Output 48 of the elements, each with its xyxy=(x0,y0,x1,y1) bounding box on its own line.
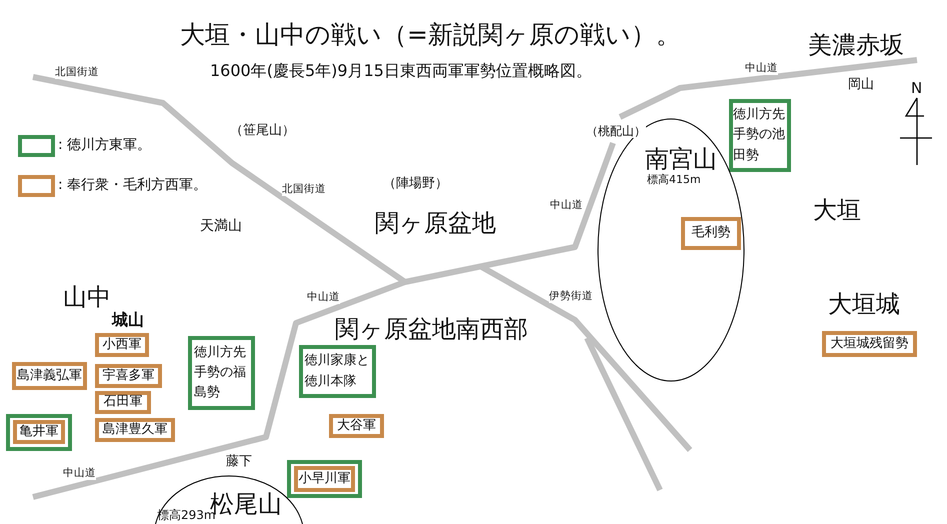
place-name: 関ヶ原盆地 xyxy=(375,210,496,236)
army-name: 島津義弘軍 xyxy=(17,366,82,385)
road-name: 中山道 xyxy=(63,468,96,480)
army-name: 徳川家康と徳川本隊 xyxy=(304,352,370,390)
place-name: 岡山 xyxy=(848,78,874,92)
place-name: 大垣城 xyxy=(828,291,900,318)
place-name: 大垣 xyxy=(813,197,861,224)
mountain-name: 南宮山 xyxy=(645,146,717,172)
army-box xyxy=(95,418,175,442)
road-name: 中山道 xyxy=(745,63,778,75)
army-name: 宇喜多軍 xyxy=(102,366,154,385)
army-name: 徳川方先手勢の池田勢 xyxy=(733,106,786,165)
army-box xyxy=(13,420,65,444)
army-name: 島津豊久軍 xyxy=(102,420,168,439)
army-box xyxy=(729,99,791,172)
road-name: 北国街道 xyxy=(55,67,99,79)
road-name: 中山道 xyxy=(307,292,340,304)
place-name: 天満山 xyxy=(200,219,242,234)
army-name: 毛利勢 xyxy=(692,224,730,242)
road-name: 北国街道 xyxy=(282,184,326,196)
army-box xyxy=(188,336,255,410)
elevation-label: 標高415m xyxy=(647,174,701,186)
army-box xyxy=(294,466,355,492)
army-box xyxy=(287,460,362,498)
army-box xyxy=(822,331,917,357)
mountain-ellipse xyxy=(597,118,745,382)
place-name: 城山 xyxy=(112,311,144,329)
army-name: 亀井軍 xyxy=(20,422,58,441)
army-box xyxy=(299,345,376,398)
road-name: 伊勢街道 xyxy=(549,291,593,303)
army-box xyxy=(95,391,151,414)
army-box xyxy=(12,362,87,390)
place-name: 藤下 xyxy=(226,455,252,470)
road-name: 中山道 xyxy=(550,200,583,212)
place-name: 山中 xyxy=(63,284,111,310)
army-box xyxy=(95,333,149,357)
army-box xyxy=(329,414,384,438)
army-box xyxy=(681,217,741,250)
army-box xyxy=(95,364,162,388)
place-name: 美濃赤坂 xyxy=(808,32,904,58)
army-name: 大垣城残留勢 xyxy=(830,334,908,353)
army-name: 大谷軍 xyxy=(337,416,376,435)
army-name: 徳川方先手勢の福島勢 xyxy=(194,344,248,402)
army-name: 小早川軍 xyxy=(298,470,350,488)
army-name: 小西軍 xyxy=(102,336,142,354)
place-name: 関ヶ原盆地南西部 xyxy=(335,316,528,342)
army-box xyxy=(6,414,72,451)
army-name: 石田軍 xyxy=(104,393,142,412)
